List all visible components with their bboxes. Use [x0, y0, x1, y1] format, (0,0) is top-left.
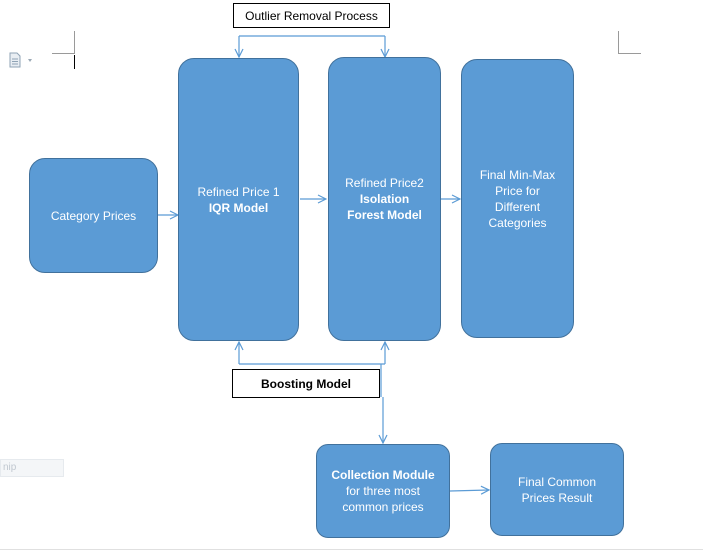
arrow-collection-to-common: [449, 490, 489, 491]
category-prices-node: Category Prices: [29, 158, 158, 273]
node-text-bold: Isolation: [359, 192, 410, 206]
final-common-prices-node: Final Common Prices Result: [490, 443, 624, 536]
final-min-max-node: Final Min-Max Price for Different Catego…: [461, 59, 574, 338]
node-text: Category Prices: [50, 208, 137, 223]
node-text: Final Common: [517, 474, 597, 489]
node-text: Refined Price2: [345, 176, 424, 190]
refined-price-2-node: Refined Price2 Isolation Forest Model: [328, 57, 441, 341]
node-text-bold: Collection Module: [331, 468, 435, 482]
dropdown-arrow-icon: [28, 59, 32, 62]
page-margin-corner-right: [618, 31, 641, 54]
boosting-model-label: Boosting Model: [232, 369, 380, 398]
node-text: Different: [494, 199, 541, 214]
document-icon[interactable]: [8, 52, 34, 68]
collection-module-node: Collection Module for three most common …: [316, 444, 450, 538]
node-text: for three most: [345, 484, 421, 498]
node-text: common prices: [342, 500, 424, 514]
node-text-bold: IQR Model: [208, 200, 269, 215]
node-text: Prices Result: [521, 490, 593, 505]
bottom-divider: [0, 549, 703, 550]
node-text: Refined Price 1: [197, 184, 280, 199]
page-margin-corner-left: [52, 31, 75, 54]
node-text: Price for: [495, 183, 540, 198]
refined-price-1-node: Refined Price 1 IQR Model: [178, 58, 299, 341]
faded-tooltip: nip: [0, 459, 64, 477]
text-cursor: [74, 55, 75, 69]
node-text: Categories: [488, 215, 547, 230]
outlier-removal-label: Outlier Removal Process: [233, 3, 390, 28]
node-text-bold: Forest Model: [347, 208, 422, 222]
node-text: Final Min-Max: [479, 167, 556, 182]
